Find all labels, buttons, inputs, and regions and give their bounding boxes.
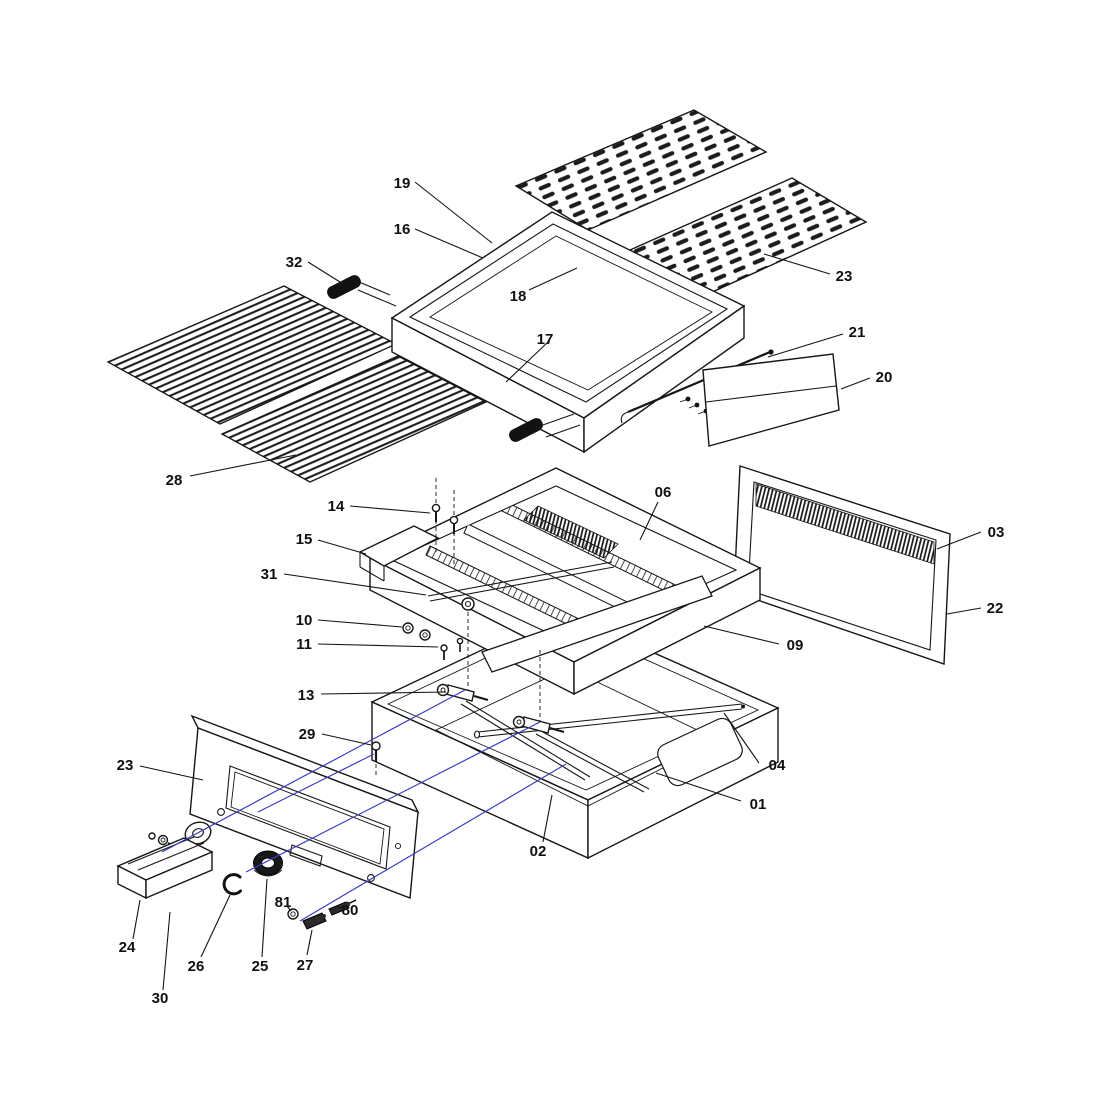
gas-valve-2 <box>512 715 565 734</box>
part-label-22: 22 <box>987 600 1004 617</box>
screws-11 <box>440 637 464 660</box>
part-labels: 19 16 32 18 23 17 21 20 28 14 06 15 03 3… <box>117 175 1005 1007</box>
part-label-25: 25 <box>252 958 269 975</box>
mounting-screws-14 <box>431 478 459 566</box>
part-label-11: 11 <box>296 636 312 653</box>
screw-29 <box>371 741 381 776</box>
part-label-06: 06 <box>655 484 672 501</box>
part-label-32: 32 <box>286 254 303 271</box>
part-label-27: 27 <box>297 957 314 974</box>
part-label-15: 15 <box>296 531 313 548</box>
part-label-21: 21 <box>849 324 866 341</box>
pan-handle-left <box>327 275 397 307</box>
part-label-31: 31 <box>261 566 278 583</box>
griddle-pan <box>327 211 746 454</box>
rod-screws <box>679 396 709 415</box>
part-label-18: 18 <box>510 288 527 305</box>
part-label-09: 09 <box>787 637 804 654</box>
leader-lines <box>132 181 982 991</box>
part-label-30: 30 <box>152 990 169 1007</box>
control-panel-assembly <box>116 714 420 930</box>
part-label-04: 04 <box>769 757 786 774</box>
wire-cooking-grates <box>106 285 488 483</box>
part-label-10: 10 <box>296 612 313 629</box>
part-label-19: 19 <box>394 175 411 192</box>
main-housing <box>370 611 780 860</box>
orifice-fittings <box>287 899 357 930</box>
alignment-lines <box>161 689 567 922</box>
housing-notch <box>657 717 743 787</box>
burner-frame <box>358 467 762 793</box>
part-label-24: 24 <box>119 939 136 956</box>
support-rod <box>620 349 774 424</box>
grease-tray-bracket-24 <box>116 836 214 900</box>
c-clip-26 <box>222 873 242 896</box>
part-label-28: 28 <box>166 472 183 489</box>
part-label-13: 13 <box>298 687 315 704</box>
part-label-02: 02 <box>530 843 547 860</box>
side-shelf-bracket <box>358 525 440 582</box>
hex-nuts-10 <box>402 622 431 641</box>
part-label-16: 16 <box>394 221 411 238</box>
rear-panel-assembly <box>733 465 951 665</box>
part-label-14: 14 <box>328 498 345 515</box>
valve-stem-hardware <box>148 832 179 848</box>
part-label-29: 29 <box>299 726 316 743</box>
igniter-rod <box>427 561 615 611</box>
part-label-20: 20 <box>876 369 893 386</box>
control-knob-25 <box>253 850 283 877</box>
part-label-17: 17 <box>537 331 554 348</box>
rear-shelf-panel <box>702 353 840 447</box>
burner-crossbar <box>481 575 713 673</box>
part-label-23-panel: 23 <box>117 757 134 774</box>
part-label-26: 26 <box>188 958 205 975</box>
part-label-23-top: 23 <box>836 268 853 285</box>
gas-pipes <box>460 700 650 793</box>
hatched-vent-patch <box>523 505 619 559</box>
part-label-81: 81 <box>275 894 292 911</box>
part-label-03: 03 <box>988 524 1005 541</box>
pan-handle-front <box>509 413 581 442</box>
part-label-01: 01 <box>750 796 767 813</box>
part-label-80: 80 <box>342 902 359 919</box>
